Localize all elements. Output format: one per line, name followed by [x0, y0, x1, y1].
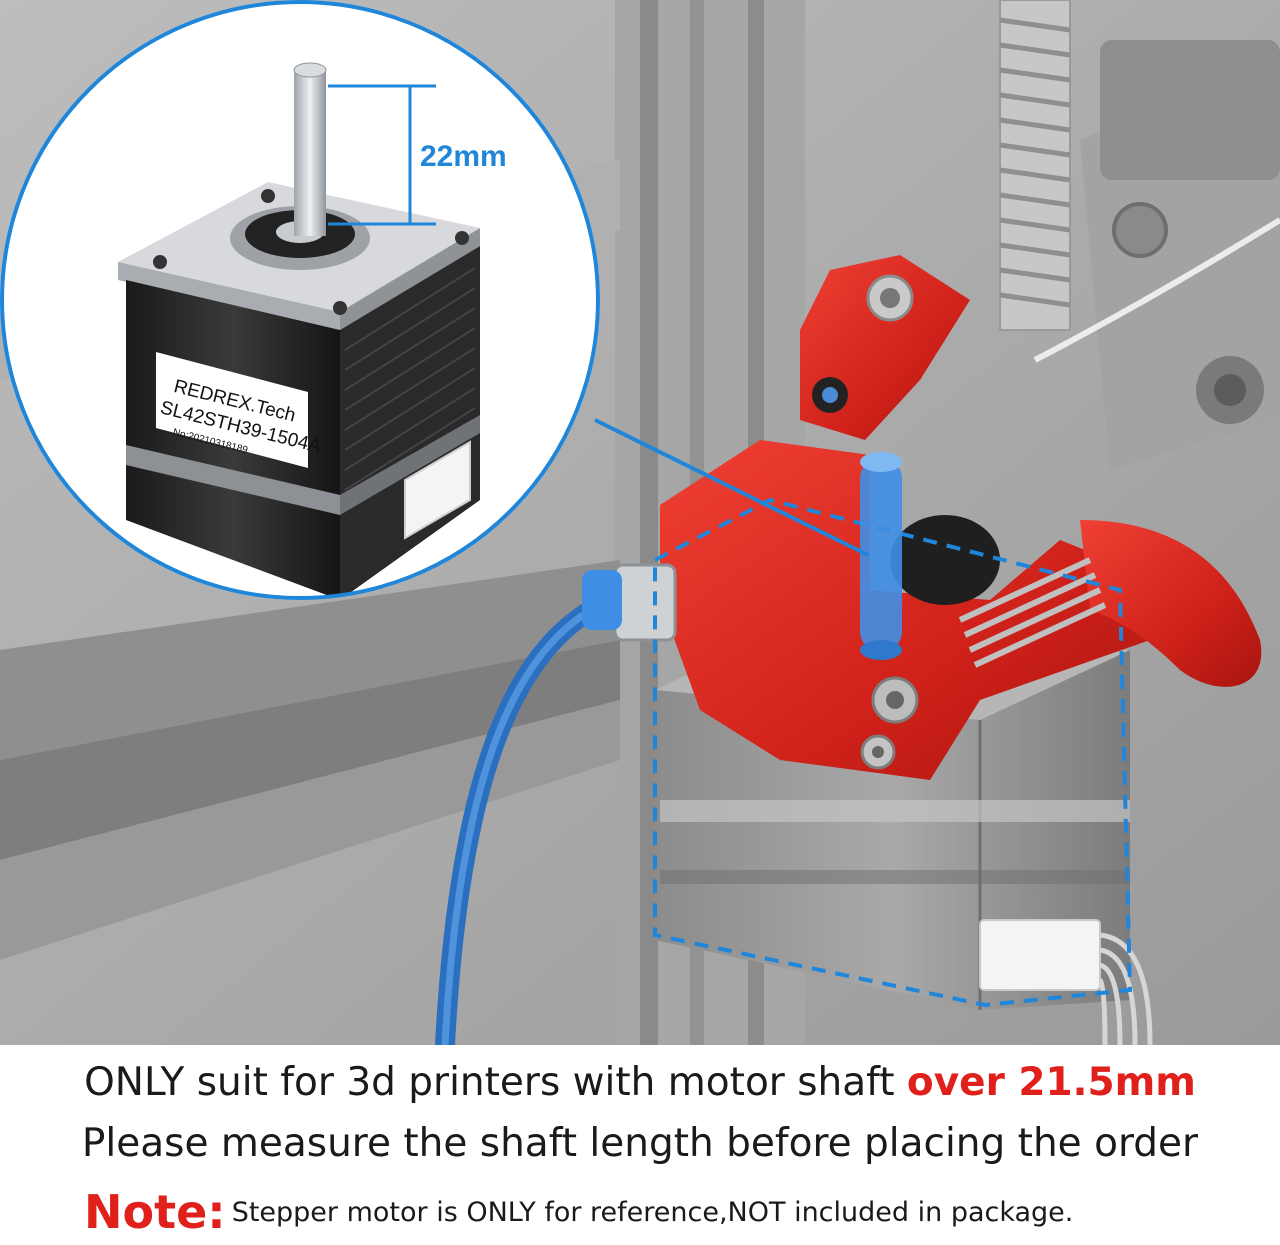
note-line: Note:Stepper motor is ONLY for reference…	[84, 1185, 1073, 1239]
dimension-marker	[328, 84, 436, 226]
z-axis-bracket	[1080, 40, 1280, 470]
inset-motor	[118, 62, 480, 598]
dimension-label: 22mm	[420, 140, 507, 173]
highlighted-shaft	[860, 452, 902, 660]
compatibility-line: ONLY suit for 3d printers with motor sha…	[0, 1060, 1280, 1105]
motor-outline-dashed	[653, 497, 1133, 1008]
motor-connector	[979, 919, 1153, 1045]
shaft-length-highlight: over 21.5mm	[906, 1060, 1196, 1105]
inset-circle	[0, 0, 600, 600]
measure-instruction: Please measure the shaft length before p…	[81, 1121, 1199, 1166]
extruder-photo: 22mm REDREX.Tech SL42STH39-1504A No:2021…	[0, 0, 1280, 1045]
note-text: Stepper motor is ONLY for reference,NOT …	[231, 1196, 1074, 1228]
lead-screw	[999, 0, 1071, 331]
note-label: Note:	[84, 1185, 226, 1239]
compatibility-text: ONLY suit for 3d printers with motor sha…	[84, 1060, 907, 1105]
red-extruder	[582, 255, 1262, 780]
inset-border	[0, 0, 600, 600]
filament-strand	[1033, 217, 1280, 363]
caption-area: ONLY suit for 3d printers with motor sha…	[0, 1045, 1280, 1245]
callout-line	[594, 418, 869, 557]
